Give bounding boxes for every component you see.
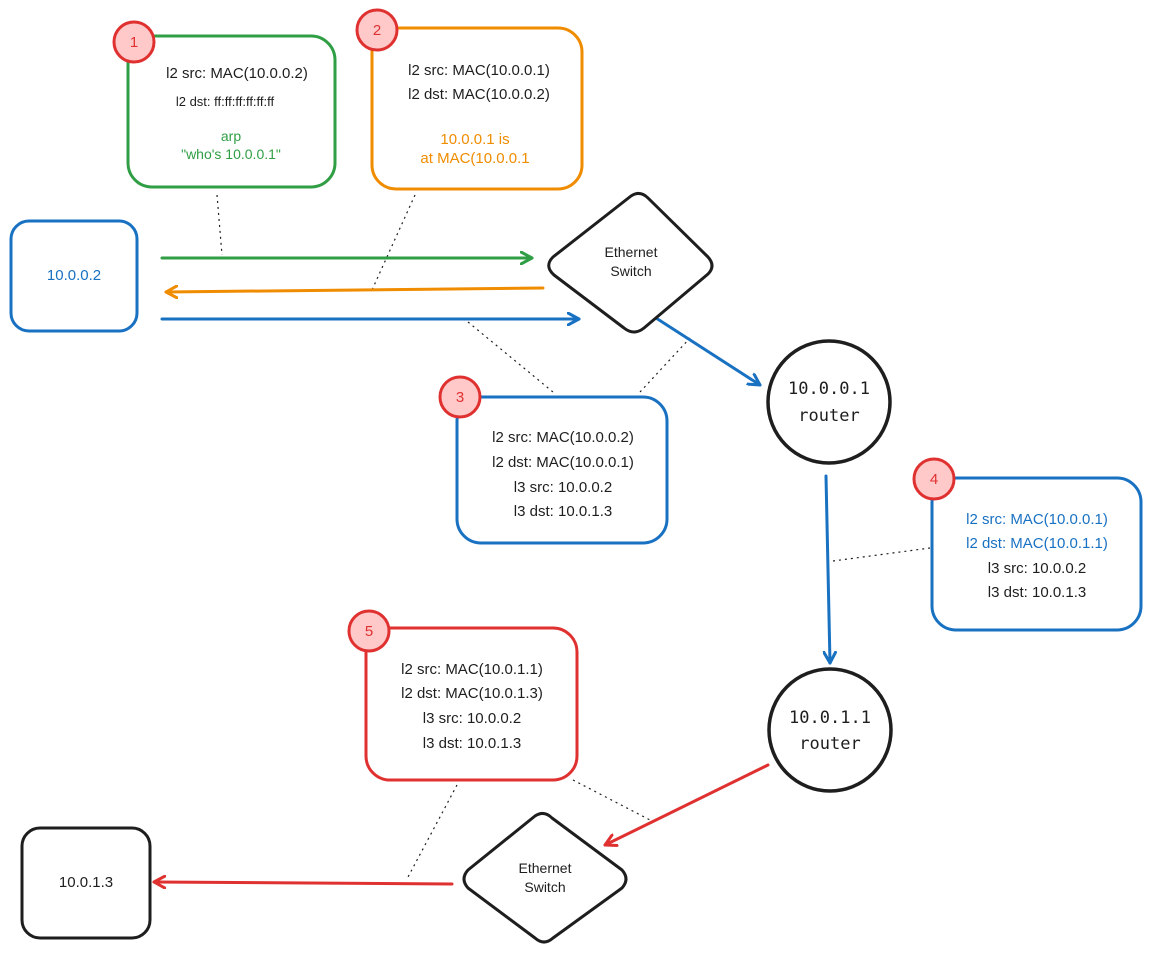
frame-note: 10.0.0.1 is <box>440 131 509 148</box>
frame-line: l2 src: MAC(10.0.0.2) <box>166 65 308 82</box>
frame-line: l2 dst: MAC(10.0.1.3) <box>401 685 543 702</box>
step-badge <box>355 8 399 52</box>
leader-frame-1 <box>216 194 223 256</box>
arrow-arp-reply <box>164 288 545 292</box>
frame-box <box>364 626 579 782</box>
frame-box <box>455 395 669 545</box>
leader-frame-3-left <box>467 321 554 393</box>
switch-label-line2: Switch <box>610 263 651 279</box>
arrow-switch-to-host <box>152 882 454 884</box>
leader-frame-4 <box>832 547 931 562</box>
frame-note: arp <box>221 128 241 144</box>
step-badge <box>112 20 156 64</box>
arrow-switch-to-router-1 <box>654 316 762 387</box>
frame-4-router-to-router[interactable]: l2 src: MAC(10.0.0.1) l2 dst: MAC(10.0.1… <box>912 457 1143 632</box>
host-label: 10.0.1.3 <box>59 874 113 891</box>
frame-line: l3 src: 10.0.0.2 <box>514 479 612 496</box>
host-10-0-0-2[interactable]: 10.0.0.2 <box>9 219 139 333</box>
frame-line: l3 dst: 10.0.1.3 <box>423 735 521 752</box>
host-box <box>20 826 152 940</box>
host-10-0-1-3[interactable]: 10.0.1.3 <box>20 826 152 940</box>
frame-line: l2 dst: MAC(10.0.1.1) <box>966 535 1108 552</box>
ethernet-switch-bottom[interactable]: Ethernet Switch <box>462 811 628 944</box>
step-badge <box>912 457 956 501</box>
frame-note: at MAC(10.0.0.1 <box>420 150 529 167</box>
ethernet-switch-top[interactable]: Ethernet Switch <box>547 191 714 334</box>
step-badge <box>438 375 482 419</box>
switch-label-line2: Switch <box>524 879 565 895</box>
router-10-0-0-1[interactable]: 10.0.0.1 router <box>766 339 892 465</box>
frame-1-arp-request[interactable]: l2 src: MAC(10.0.0.2) l2 dst: ff:ff:ff:f… <box>112 20 337 189</box>
frame-5-router-to-host[interactable]: l2 src: MAC(10.0.1.1) l2 dst: MAC(10.0.1… <box>347 609 579 782</box>
router-ip: 10.0.0.1 <box>788 379 870 399</box>
frame-line: l2 dst: MAC(10.0.0.2) <box>408 86 550 103</box>
step-badge-number: 3 <box>456 389 464 406</box>
router-ip: 10.0.1.1 <box>789 708 871 728</box>
arrow-router-1-to-router-2 <box>826 474 830 665</box>
step-badge-number: 1 <box>130 34 138 51</box>
leader-frame-2 <box>371 194 416 291</box>
arrow-router-2-to-switch <box>603 763 770 845</box>
frame-line: l2 src: MAC(10.0.0.1) <box>966 511 1108 528</box>
router-label: router <box>799 734 860 754</box>
step-badge <box>347 609 391 653</box>
leader-lines <box>216 194 931 878</box>
router-circle <box>767 667 893 793</box>
leader-frame-5-right <box>572 779 651 821</box>
frame-box <box>370 26 584 191</box>
frame-line: l3 src: 10.0.0.2 <box>423 710 521 727</box>
step-badge-number: 4 <box>930 471 938 488</box>
host-label: 10.0.0.2 <box>47 267 101 284</box>
frame-box <box>126 34 337 189</box>
frame-line: l2 src: MAC(10.0.1.1) <box>401 661 543 678</box>
step-badge-number: 2 <box>373 22 381 39</box>
host-box <box>9 219 139 333</box>
frame-2-arp-reply[interactable]: l2 src: MAC(10.0.0.1) l2 dst: MAC(10.0.0… <box>355 8 584 191</box>
router-label: router <box>798 406 859 426</box>
step-badge-number: 5 <box>365 623 373 640</box>
frame-box <box>930 476 1143 632</box>
switch-label-line1: Ethernet <box>605 244 658 260</box>
frame-line: l2 src: MAC(10.0.0.1) <box>408 62 550 79</box>
frame-line: l3 dst: 10.0.1.3 <box>514 503 612 520</box>
frame-line: l3 dst: 10.0.1.3 <box>988 584 1086 601</box>
leader-frame-3-right <box>639 337 691 393</box>
router-circle <box>766 339 892 465</box>
switch-label-line1: Ethernet <box>519 860 572 876</box>
frame-note: "who's 10.0.0.1" <box>181 146 281 162</box>
arrows <box>152 258 830 884</box>
router-10-0-1-1[interactable]: 10.0.1.1 router <box>767 667 893 793</box>
frame-line: l2 dst: ff:ff:ff:ff:ff:ff <box>176 94 275 109</box>
frame-line: l2 dst: MAC(10.0.0.1) <box>492 454 634 471</box>
frame-line: l3 src: 10.0.0.2 <box>988 560 1086 577</box>
switch-diamond <box>462 811 628 944</box>
switch-diamond <box>547 191 714 334</box>
frame-line: l2 src: MAC(10.0.0.2) <box>492 429 634 446</box>
leader-frame-5-left <box>407 784 458 878</box>
frame-3-packet-to-router[interactable]: l2 src: MAC(10.0.0.2) l2 dst: MAC(10.0.0… <box>438 375 669 545</box>
